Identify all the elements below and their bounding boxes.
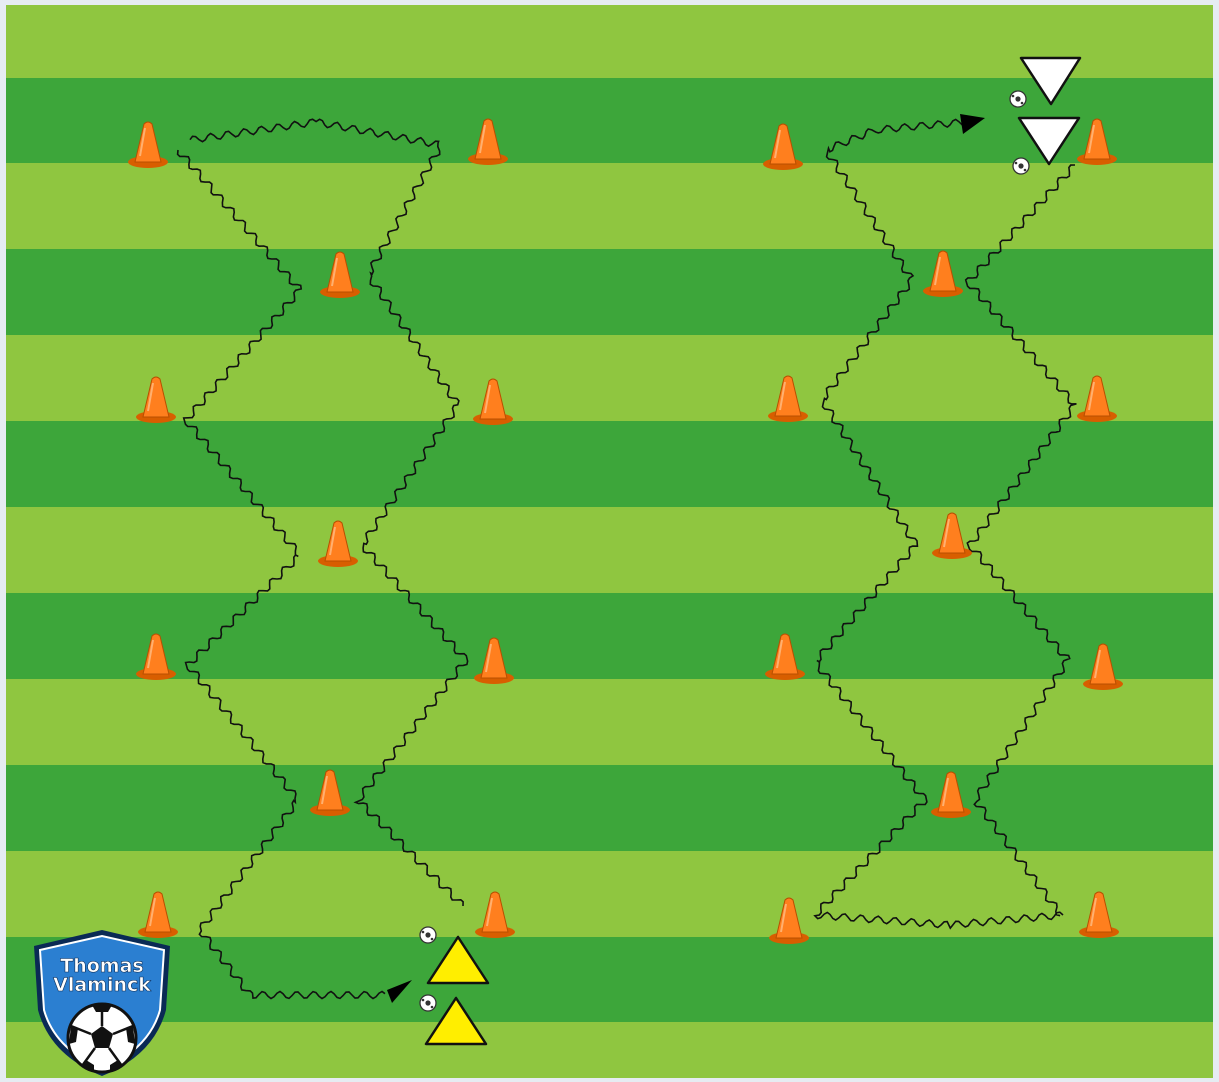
ball-icon	[420, 927, 436, 943]
pitch-stripe	[6, 851, 1213, 937]
ball-icon	[1010, 91, 1026, 107]
pitch-stripe	[6, 765, 1213, 851]
pitch-stripe	[6, 335, 1213, 421]
pitch-stripe	[6, 421, 1213, 507]
pitch-stripe	[6, 937, 1213, 1022]
ball-icon	[420, 995, 436, 1011]
pitch-stripe	[6, 679, 1213, 765]
pitch-stripe	[6, 507, 1213, 593]
logo-line-2: Vlaminck	[53, 974, 151, 996]
soccer-ball-icon	[68, 1004, 136, 1072]
pitch-stripe	[6, 249, 1213, 335]
pitch-stripe	[6, 1022, 1213, 1078]
ball-icon	[1013, 158, 1029, 174]
pitch-stripe	[6, 163, 1213, 249]
